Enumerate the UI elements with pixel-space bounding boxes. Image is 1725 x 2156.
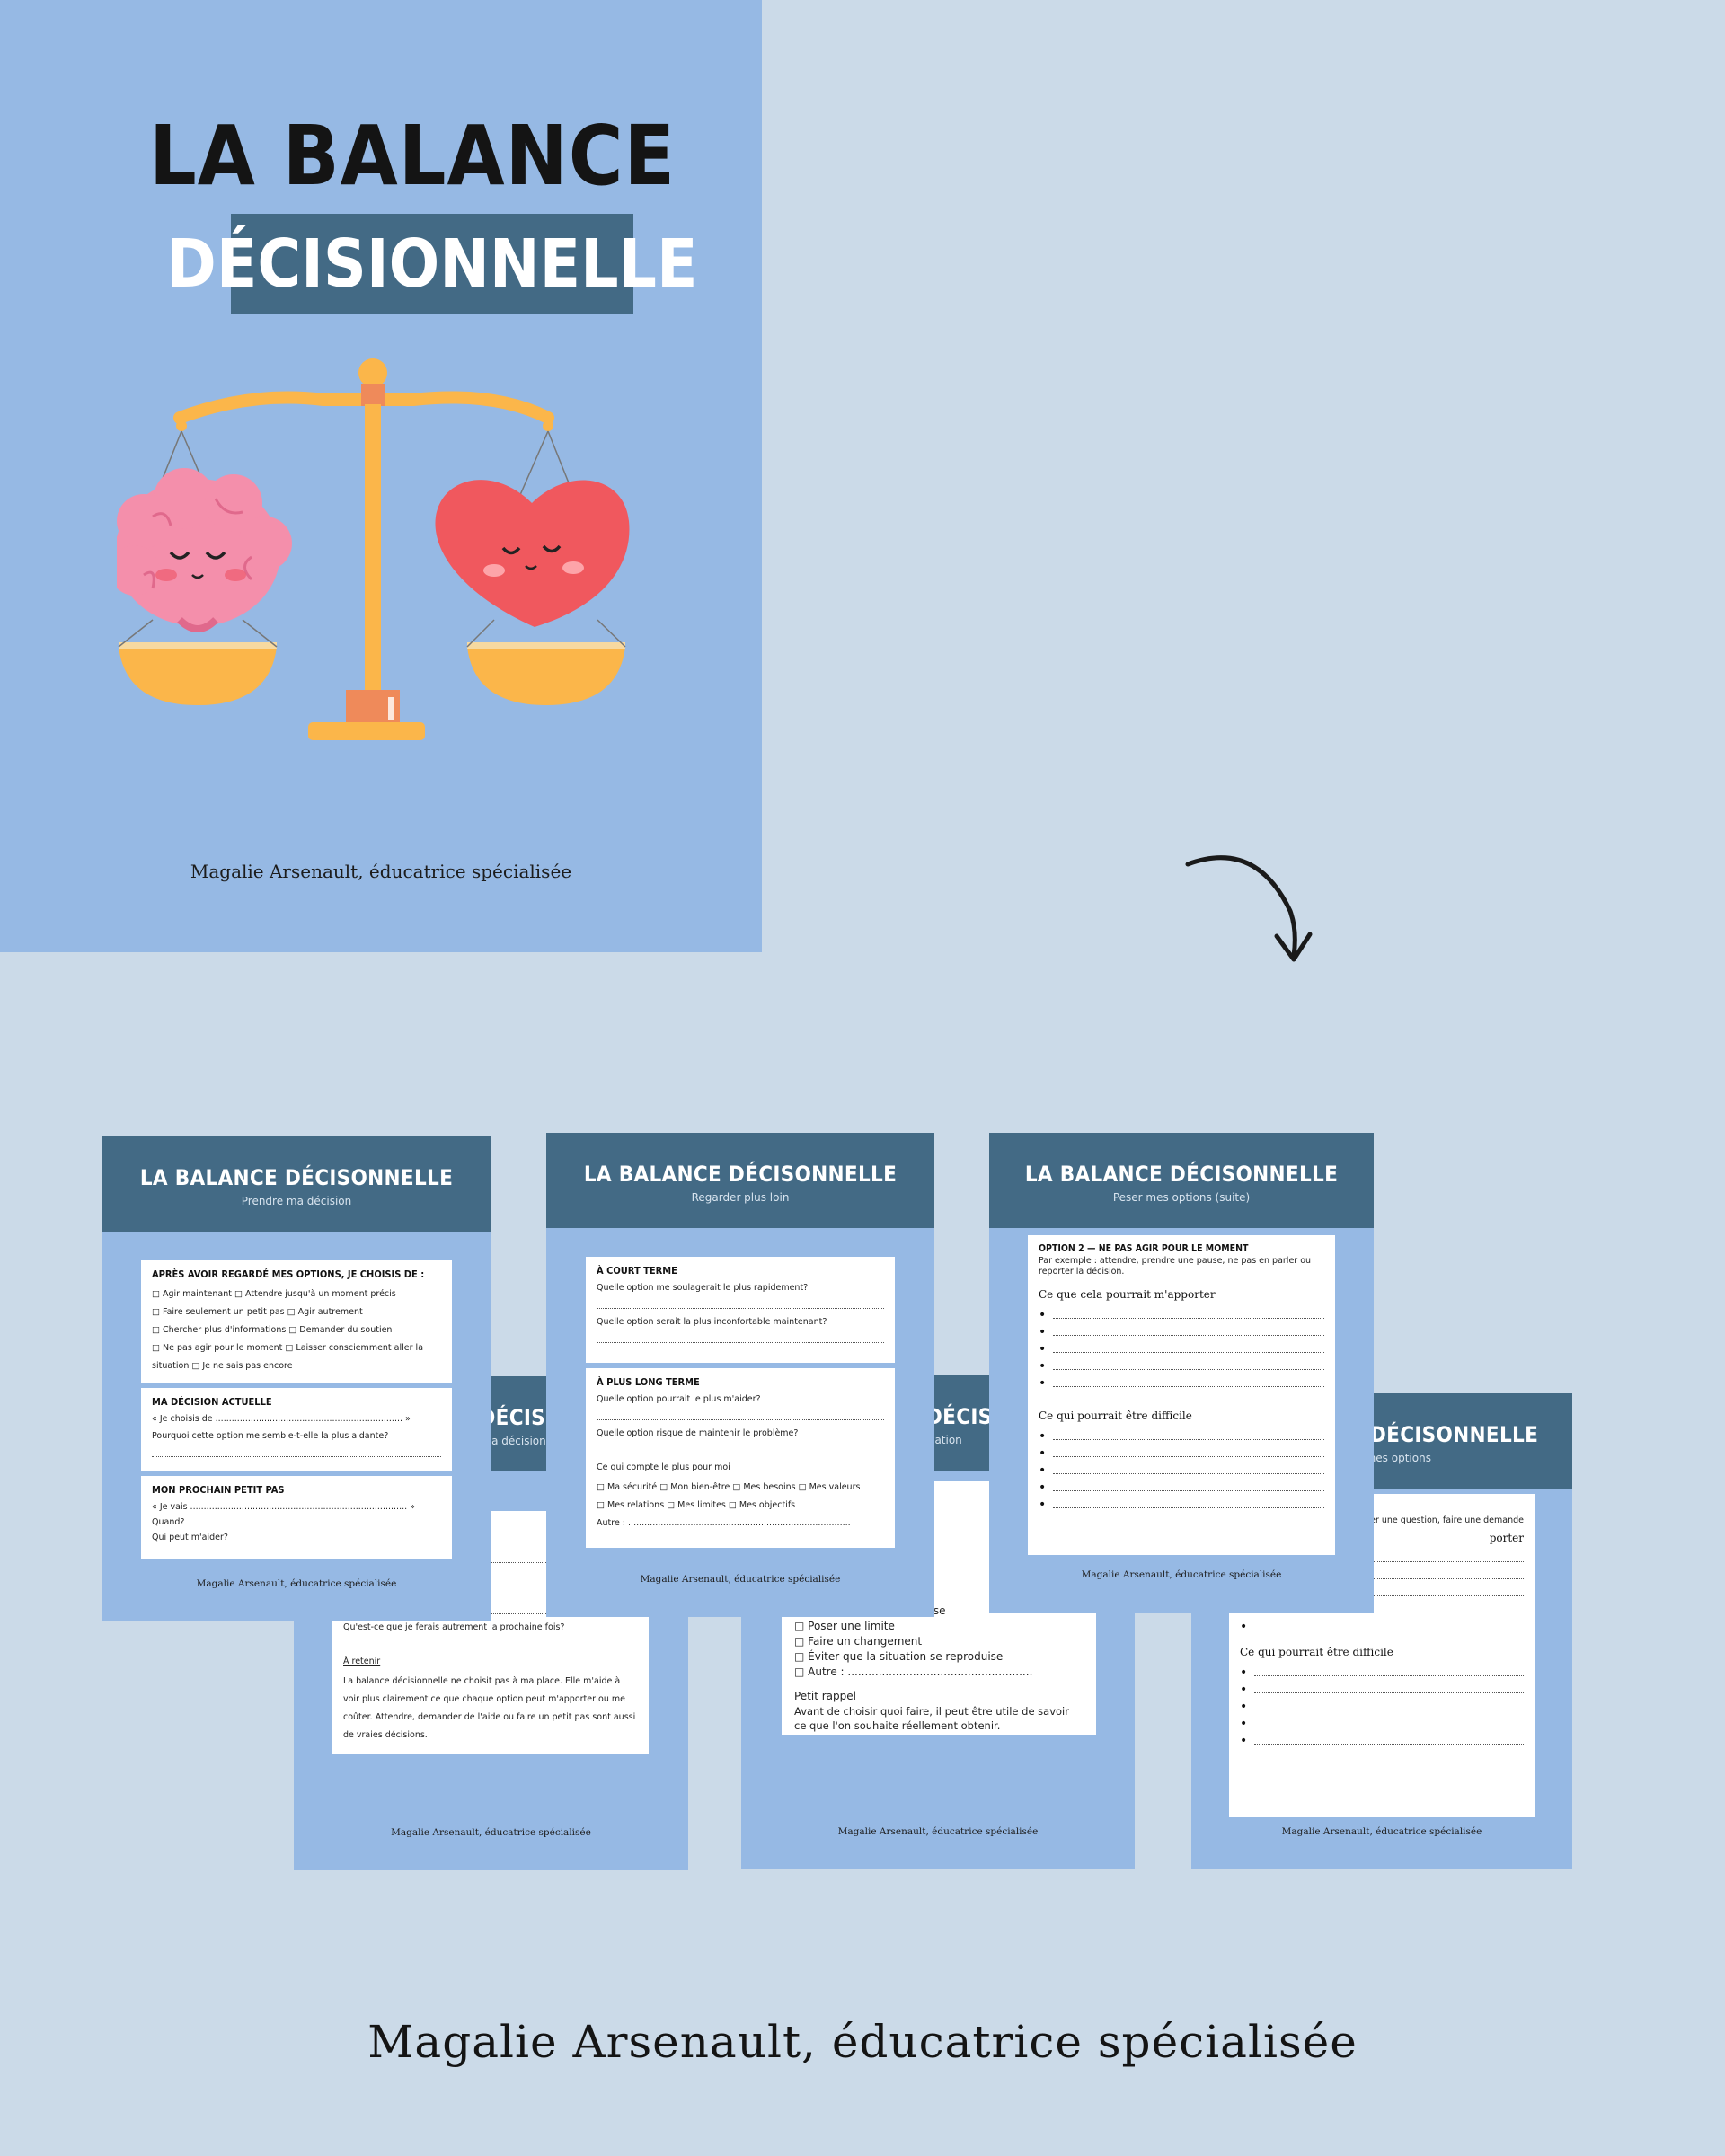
page-footer: Magalie Arsenault, éducatrice spécialisé… [1081, 1569, 1282, 1580]
page-title: LA BALANCE DÉCISONNELLE [1024, 1162, 1339, 1187]
values-options[interactable]: □ Ma sécurité □ Mon bien-être □ Mes beso… [597, 1482, 861, 1492]
short-term-card: À COURT TERME Quelle option me soulagera… [586, 1257, 895, 1363]
card-title: À PLUS LONG TERME [597, 1376, 700, 1388]
page-title: LA BALANCE DÉCISONNELLE [139, 1165, 454, 1190]
cover-author: Magalie Arsenault, éducatrice spécialisé… [190, 861, 572, 882]
page-footer: Magalie Arsenault, éducatrice spécialisé… [391, 1827, 591, 1838]
difficulties-heading: Ce qui pourrait être difficile [1240, 1646, 1393, 1658]
goal-option[interactable]: □ Poser une limite [794, 1620, 895, 1632]
next-step-when[interactable]: Quand? [152, 1517, 185, 1527]
rappel-label: Petit rappel [794, 1690, 856, 1702]
choice-card: APRÈS AVOIR REGARDÉ MES OPTIONS, JE CHOI… [141, 1260, 452, 1383]
retenir-label: À retenir [343, 1657, 381, 1666]
page-footer: Magalie Arsenault, éducatrice spécialisé… [640, 1574, 841, 1585]
difficulties-heading: Ce qui pourrait être difficile [1039, 1409, 1192, 1422]
brain-icon [117, 468, 292, 632]
next-step-card: MON PROCHAIN PETIT PAS « Je vais .......… [141, 1476, 452, 1559]
retenir-text: La balance décisionnelle ne choisit pas … [343, 1676, 636, 1740]
decision-line[interactable]: « Je choisis de ........................… [152, 1414, 411, 1424]
long-term-card: À PLUS LONG TERME Quelle option pourrait… [586, 1368, 895, 1548]
choice-options-line[interactable]: □ Faire seulement un petit pas □ Agir au… [152, 1307, 363, 1317]
short-term-question: Quelle option serait la plus inconfortab… [597, 1317, 827, 1327]
bottom-author: Magalie Arsenault, éducatrice spécialisé… [367, 2016, 1358, 2068]
card-example: reporter la décision. [1039, 1267, 1125, 1277]
worksheet-page-decision[interactable]: LA BALANCE DÉCISONNELLE Prendre ma décis… [102, 1136, 491, 1621]
short-term-question: Quelle option me soulagerait le plus rap… [597, 1283, 809, 1293]
choice-options-line[interactable]: situation □ Je ne sais pas encore [152, 1361, 293, 1371]
decision-why: Pourquoi cette option me semble-t-elle l… [152, 1431, 389, 1441]
card-example: Par exemple : attendre, prendre une paus… [1039, 1256, 1312, 1266]
heart-icon [435, 480, 630, 627]
card-fragment: ser une question, faire une demande [1366, 1515, 1524, 1525]
benefits-heading: Ce que cela pourrait m'apporter [1039, 1288, 1216, 1301]
goal-option[interactable]: □ Faire un changement [794, 1635, 923, 1648]
page-header: LA BALANCE DÉCISONNELLE Prendre ma décis… [102, 1136, 491, 1232]
card-title: MA DÉCISION ACTUELLE [152, 1396, 272, 1408]
balance-scale-illustration [117, 358, 630, 740]
choice-options-line[interactable]: □ Agir maintenant □ Attendre jusqu'à un … [152, 1289, 396, 1299]
page-subtitle: Peser mes options (suite) [1112, 1191, 1251, 1204]
option-2-card: OPTION 2 — NE PAS AGIR POUR LE MOMENT Pa… [1028, 1235, 1335, 1555]
values-other[interactable]: Autre : ................................… [597, 1518, 851, 1528]
goal-option[interactable]: □ Éviter que la situation se reproduise [794, 1650, 1004, 1663]
page-subtitle: Regarder plus loin [691, 1191, 790, 1204]
page-subtitle: Prendre ma décision [241, 1195, 352, 1207]
choice-options-line[interactable]: □ Chercher plus d'informations □ Demande… [152, 1325, 393, 1335]
card-title: À COURT TERME [597, 1265, 677, 1277]
card-title: MON PROCHAIN PETIT PAS [152, 1484, 285, 1496]
current-decision-card: MA DÉCISION ACTUELLE « Je choisis de ...… [141, 1388, 452, 1471]
choice-options-line[interactable]: □ Ne pas agir pour le moment □ Laisser c… [152, 1343, 424, 1353]
scale-knob-icon [358, 358, 387, 387]
cover-title-line2: DÉCISIONNELLE [166, 225, 698, 303]
page-header: LA BALANCE DÉCISONNELLE Peser mes option… [989, 1133, 1374, 1228]
page-footer: Magalie Arsenault, éducatrice spécialisé… [196, 1578, 397, 1589]
cover-title-banner: DÉCISIONNELLE [167, 214, 697, 314]
left-pan [119, 647, 277, 705]
page-header: LA BALANCE DÉCISONNELLE Regarder plus lo… [546, 1133, 934, 1228]
long-term-question: Quelle option risque de maintenir le pro… [597, 1428, 799, 1438]
long-term-question: Quelle option pourrait le plus m'aider? [597, 1394, 761, 1404]
rappel-text: Avant de choisir quoi faire, il peut êtr… [794, 1705, 1069, 1732]
right-pan [467, 647, 625, 705]
cover-page[interactable]: LA BALANCE DÉCISIONNELLE [0, 0, 762, 952]
worksheet-page-look-ahead[interactable]: LA BALANCE DÉCISONNELLE Regarder plus lo… [546, 1133, 934, 1617]
values-options[interactable]: □ Mes relations □ Mes limites □ Mes obje… [597, 1500, 796, 1510]
cover-title-line1: LA BALANCE [149, 108, 677, 204]
next-step-who[interactable]: Qui peut m'aider? [152, 1533, 228, 1542]
page-title: LA BALANCE DÉCISONNELLE [583, 1162, 898, 1187]
card-fragment: porter [1489, 1532, 1524, 1544]
values-question: Ce qui compte le plus pour moi [597, 1462, 730, 1472]
next-time-question: Qu'est-ce que je ferais autrement la pro… [343, 1622, 565, 1632]
next-step-line[interactable]: « Je vais ..............................… [152, 1502, 415, 1512]
curved-arrow-icon [1185, 855, 1313, 962]
card-title: OPTION 2 — NE PAS AGIR POUR LE MOMENT [1039, 1243, 1249, 1254]
goal-option-other[interactable]: □ Autre : ..............................… [794, 1666, 1033, 1678]
page-footer: Magalie Arsenault, éducatrice spécialisé… [837, 1826, 1039, 1837]
card-title: APRÈS AVOIR REGARDÉ MES OPTIONS, JE CHOI… [152, 1268, 425, 1280]
worksheet-page-option-2[interactable]: LA BALANCE DÉCISONNELLE Peser mes option… [989, 1133, 1374, 1613]
page-footer: Magalie Arsenault, éducatrice spécialisé… [1281, 1826, 1482, 1837]
